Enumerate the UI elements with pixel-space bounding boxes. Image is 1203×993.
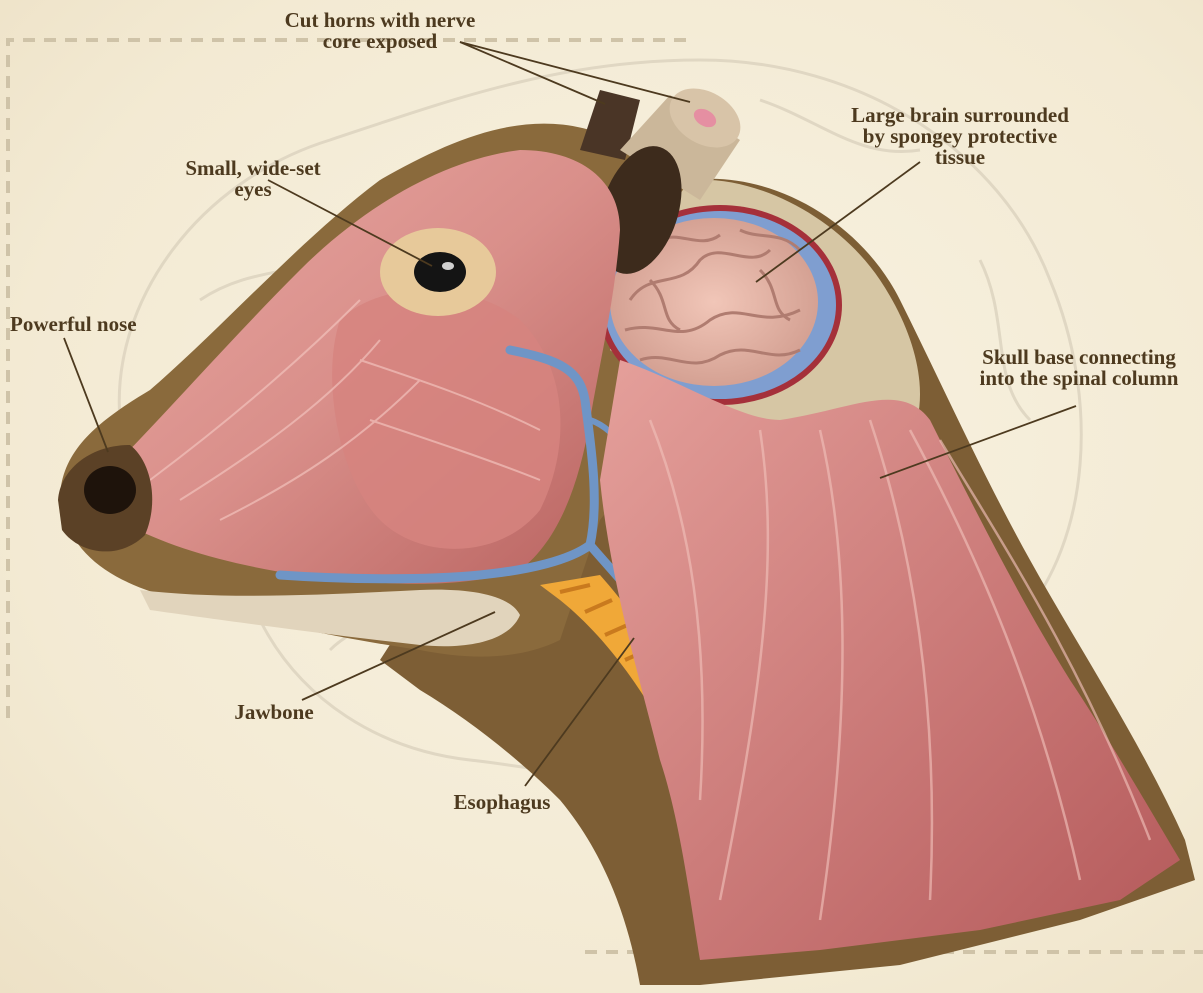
label-skull-base: Skull base connecting into the spinal co…: [960, 347, 1198, 389]
label-esophagus: Esophagus: [432, 792, 572, 813]
nostril: [84, 466, 136, 514]
jawbone: [140, 590, 520, 647]
label-horns: Cut horns with nerve core exposed: [250, 10, 510, 52]
neck-muscles: [600, 360, 1180, 960]
label-jawbone: Jawbone: [214, 702, 334, 723]
label-eyes: Small, wide-set eyes: [160, 158, 346, 200]
label-nose: Powerful nose: [10, 314, 170, 335]
label-brain: Large brain surrounded by spongey protec…: [832, 105, 1088, 168]
eye-highlight: [442, 262, 454, 270]
eye: [414, 252, 466, 292]
